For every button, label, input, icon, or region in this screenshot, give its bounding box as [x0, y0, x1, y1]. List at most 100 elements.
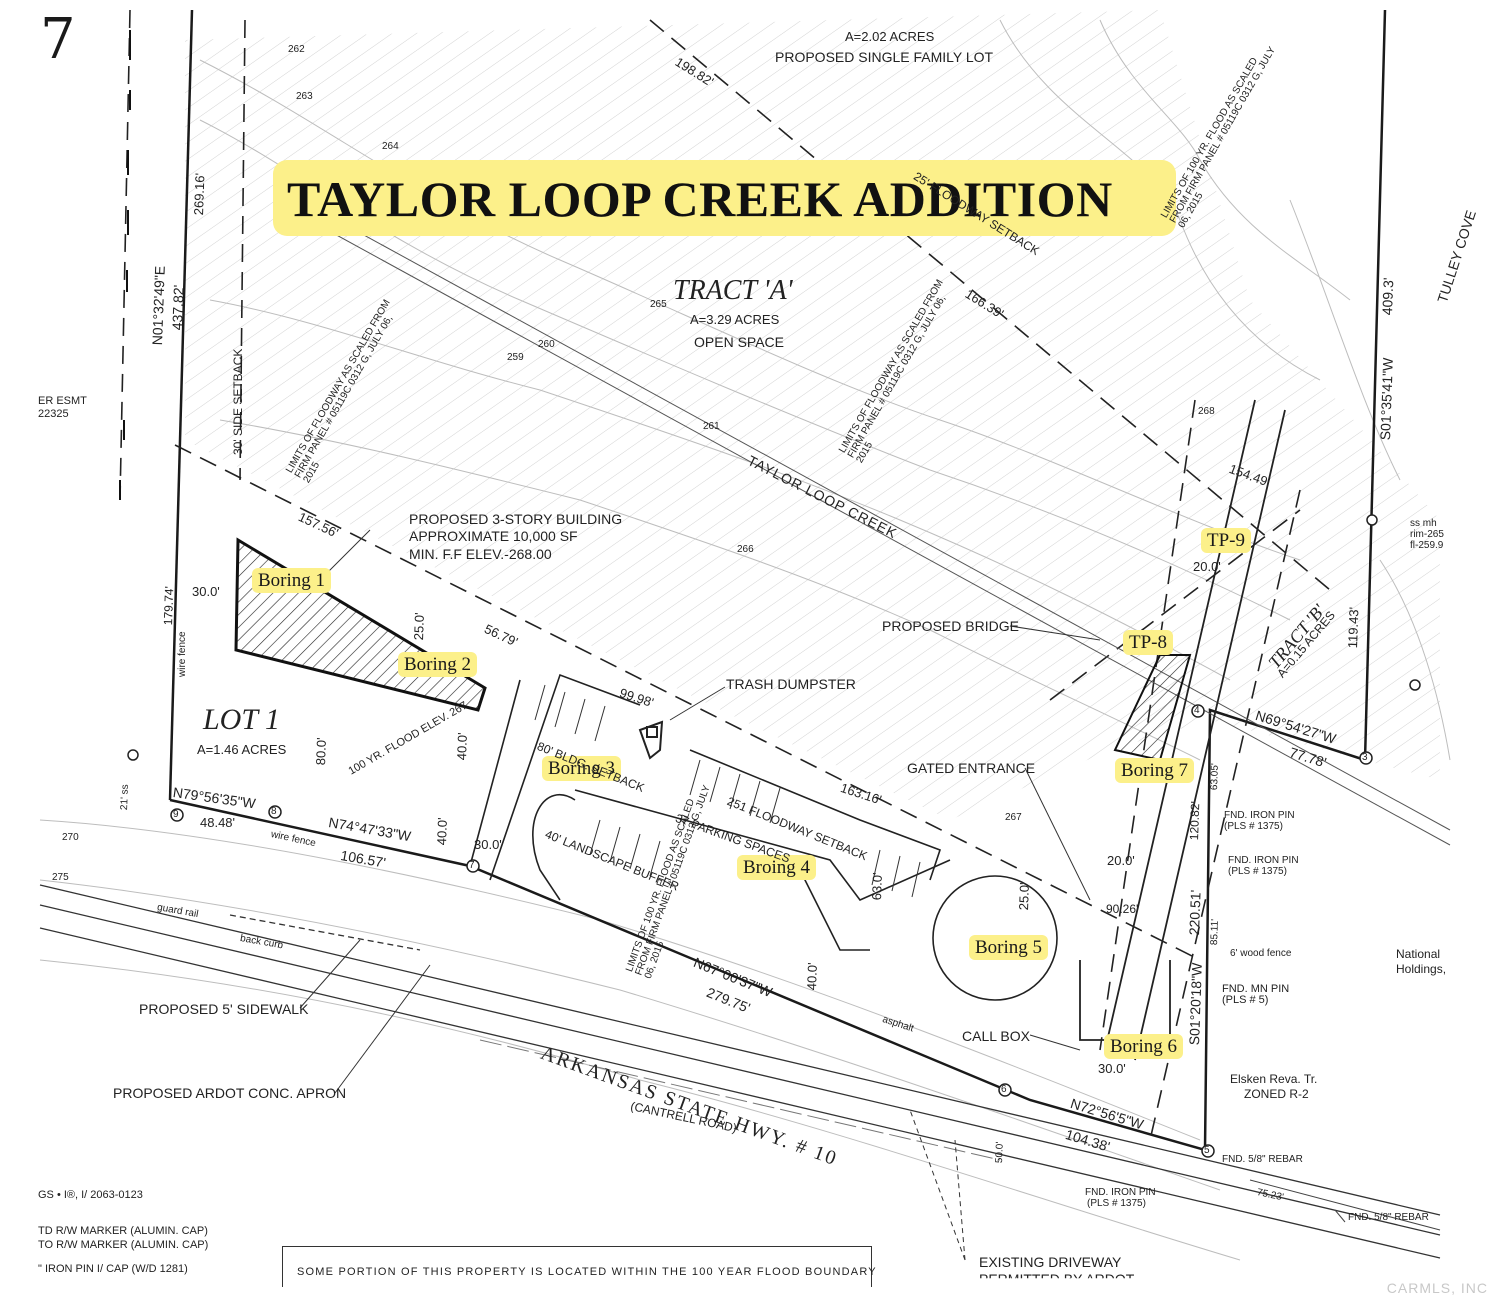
- legend-line-1: GS • I®, I/ 2063-0123: [38, 1189, 143, 1201]
- dim-80: 80.0': [313, 737, 329, 766]
- floodway-limit-lines: [299, 199, 1451, 846]
- iron-pin-2: FND. IRON PIN: [1228, 855, 1299, 866]
- sewer-num-label: 22325: [38, 408, 69, 420]
- point-9: 9: [173, 809, 179, 820]
- lot-1-area: A=1.46 ACRES: [197, 742, 287, 757]
- point-3: 3: [1362, 752, 1368, 763]
- bearing-s01b: S01°20'18"W: [1186, 962, 1205, 1046]
- contour-259: 259: [507, 352, 524, 363]
- bearing-n01: N01°32'49"E: [149, 265, 168, 346]
- rim-label: rim-265: [1410, 529, 1444, 540]
- point-6: 6: [1001, 1084, 1007, 1095]
- mn-pin-pls: (PLS # 5): [1222, 994, 1269, 1006]
- lot-1-name: LOT 1: [203, 703, 280, 736]
- point-7: 7: [469, 860, 475, 871]
- point-4: 4: [1194, 705, 1200, 716]
- sidewalk-label: PROPOSED 5' SIDEWALK: [139, 1001, 309, 1017]
- boring-3-label: Boring 3: [542, 756, 622, 781]
- dim-269: 269.16': [191, 172, 208, 216]
- dim-63: 63.0': [869, 872, 885, 901]
- leader-lines: [299, 529, 1101, 1261]
- iron-pin-3: FND. IRON PIN: [1085, 1187, 1156, 1198]
- survey-point-circles: [127, 514, 1421, 1158]
- iron-pin-3-pls: (PLS # 1375): [1087, 1198, 1146, 1209]
- side-setback-label: 30' SIDE SETBACK: [231, 348, 245, 455]
- mls-watermark: CARMLS, INC: [1386, 1280, 1488, 1296]
- tract-a-use: OPEN SPACE: [694, 334, 784, 350]
- flood-note-text: SOME PORTION OF THIS PROPERTY IS LOCATED…: [297, 1266, 877, 1278]
- right-edge-lines: [1249, 1179, 1441, 1231]
- rebar-2: FND. 5/8" REBAR: [1348, 1212, 1429, 1223]
- parking-stalls: [534, 684, 921, 898]
- parking-layout: [469, 673, 1058, 1001]
- title-highlight: [273, 160, 1176, 236]
- test-pit-9-label: TP-9: [1201, 528, 1251, 553]
- dim-30-c: 30.0': [1098, 1061, 1126, 1076]
- contour-260: 260: [538, 339, 555, 350]
- dim-90: 90.26': [1106, 902, 1139, 916]
- national-label: National: [1396, 947, 1441, 961]
- building-note-1: PROPOSED 3-STORY BUILDING: [409, 511, 623, 527]
- tract-a-name: TRACT 'A': [673, 275, 793, 306]
- boring-4-label: Broing 4: [737, 855, 817, 880]
- dim-120: 120.82': [1187, 800, 1203, 841]
- boring-5-label: Boring 5: [969, 935, 1049, 960]
- dim-40-c: 40.0': [804, 962, 820, 991]
- gated-entrance-label: GATED ENTRANCE: [907, 760, 1036, 776]
- highway-lines: [39, 884, 1441, 1259]
- iron-pin-1-pls: (PLS # 1375): [1224, 821, 1283, 832]
- wood-fence-label: 6' wood fence: [1230, 948, 1292, 959]
- contour-266: 266: [737, 544, 754, 555]
- point-8: 8: [271, 806, 277, 817]
- contour-270: 270: [62, 832, 79, 843]
- trash-dumpster-label: TRASH DUMPSTER: [726, 676, 856, 692]
- bearing-s01-dist: 409.3': [1379, 277, 1397, 316]
- proposed-bridge-label: PROPOSED BRIDGE: [882, 618, 1019, 634]
- contour-262: 262: [288, 44, 305, 55]
- highway-centerline: [479, 1039, 1001, 1161]
- lot-top-use: PROPOSED SINGLE FAMILY LOT: [775, 49, 994, 65]
- plat-title: TAYLOR LOOP CREEK ADDITION: [287, 171, 1113, 227]
- zoned-label: ZONED R-2: [1244, 1087, 1309, 1101]
- boring-7-label: Boring 7: [1115, 758, 1195, 783]
- dim-40-a: 40.0': [454, 732, 470, 761]
- dim-20-b: 20.0': [1107, 853, 1135, 868]
- iron-pin-2-pls: (PLS # 1375): [1228, 866, 1287, 877]
- trash-dumpster-symbol: [638, 720, 664, 760]
- dim-25-b: 25.0': [1016, 882, 1032, 911]
- building-note-2: APPROXIMATE 10,000 SF: [409, 528, 578, 544]
- dim-30-b: 30.0': [474, 837, 502, 852]
- dim-30-a: 30.0': [192, 584, 220, 599]
- building-note-3: MIN. F.F ELEV.-268.00: [409, 546, 552, 562]
- flood-note-box: SOME PORTION OF THIS PROPERTY IS LOCATED…: [282, 1246, 876, 1287]
- sewer-esmt-label: ER ESMT: [38, 395, 87, 407]
- contour-261: 261: [703, 421, 720, 432]
- contour-lines: [39, 19, 1451, 1261]
- bearing-n01-dist: 437.82': [169, 284, 187, 331]
- legend-line-4: " IRON PIN I/ CAP (W/D 1281): [38, 1263, 188, 1275]
- fl-label: fl-259.9: [1410, 540, 1444, 551]
- left-edge-marks: [119, 30, 131, 500]
- dim-25-a: 25.0': [411, 612, 427, 641]
- existing-driveway-label: EXISTING DRIVEWAY: [979, 1254, 1122, 1270]
- contour-275: 275: [52, 872, 69, 883]
- boring-1-label: Boring 1: [252, 568, 332, 593]
- contour-267: 267: [1005, 812, 1022, 823]
- holdings-label: Holdings,: [1396, 962, 1447, 976]
- test-pit-8-label: TP-8: [1123, 630, 1173, 655]
- rebar-1: FND. 5/8" REBAR: [1222, 1154, 1303, 1165]
- elsken-label: Elsken Reva. Tr.: [1230, 1072, 1318, 1086]
- wire-fence-label-v: wire fence: [177, 631, 188, 677]
- dim-40-b: 40.0': [434, 817, 450, 846]
- dim-50: 50.0': [994, 1141, 1006, 1164]
- dim-85: 85.11': [1209, 918, 1221, 946]
- boring-6-label: Boring 6: [1104, 1034, 1184, 1059]
- boring-2-label: Boring 2: [398, 652, 478, 677]
- dim-119: 119.43': [1345, 606, 1362, 649]
- lot-top-area: A=2.02 ACRES: [845, 29, 935, 44]
- legend-line-3: TO R/W MARKER (ALUMIN. CAP): [38, 1239, 209, 1251]
- iron-pin-1: FND. IRON PIN: [1224, 810, 1295, 821]
- dim-21: 21' ss: [119, 784, 131, 811]
- contour-268: 268: [1198, 406, 1215, 417]
- tract-a-area: A=3.29 ACRES: [690, 312, 780, 327]
